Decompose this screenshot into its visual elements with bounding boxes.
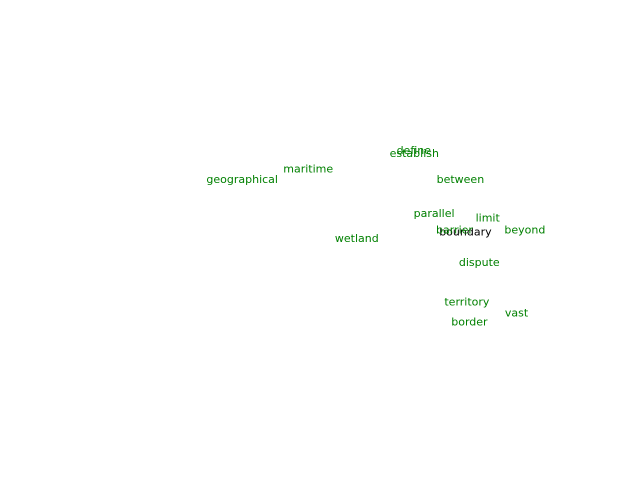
word-label-territory: territory [444, 295, 490, 308]
word-label-establish: establish [390, 147, 439, 160]
word-label-geographical: geographical [206, 173, 278, 186]
word-label-barrier: barrier [436, 223, 473, 236]
word-label-maritime: maritime [283, 162, 333, 175]
word-label-beyond: beyond [504, 223, 545, 236]
word-label-border: border [451, 316, 488, 329]
word-label-parallel: parallel [414, 207, 455, 220]
word-label-between: between [437, 173, 485, 186]
word-label-vast: vast [505, 306, 529, 319]
word-label-wetland: wetland [335, 232, 379, 245]
word-label-dispute: dispute [459, 256, 500, 269]
word-label-limit: limit [476, 212, 501, 225]
